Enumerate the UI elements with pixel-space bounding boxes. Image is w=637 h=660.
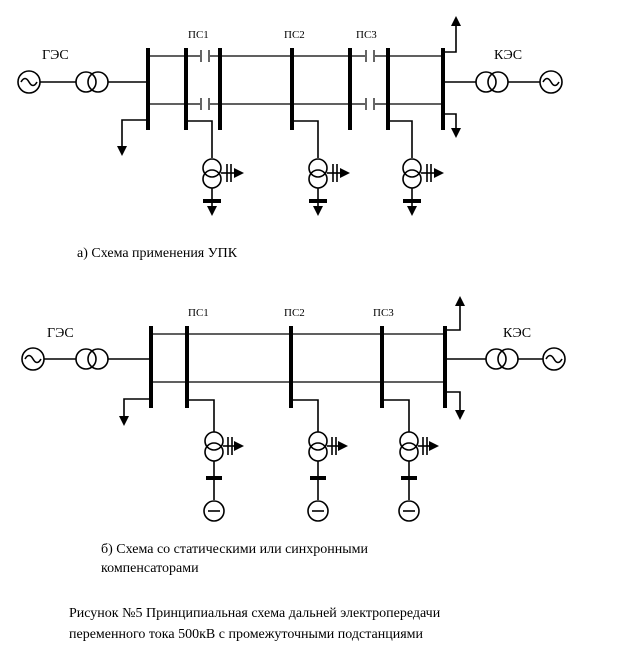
label-ps2-a: ПС2 — [284, 29, 305, 41]
label-kes-a: КЭС — [494, 48, 522, 63]
transformer-right-b — [485, 348, 519, 370]
generator-right-b — [542, 347, 566, 371]
bus-ges-a — [146, 48, 150, 130]
transformer-left-a — [75, 71, 109, 93]
diagram-a: ГЭС ПС1 ПС2 ПС3 — [17, 16, 563, 216]
caption-diagram-a: а) Схема применения УПК — [77, 246, 238, 261]
tap-ps1-a — [188, 120, 244, 216]
bus-ps2-a — [290, 48, 294, 130]
compensator-ps1-b — [203, 500, 225, 522]
transformer-right-a — [475, 71, 509, 93]
bus-ps3-right-a — [386, 48, 390, 130]
generator-left-a — [17, 70, 41, 94]
compensator-ps3-b — [398, 500, 420, 522]
bus-kes-a — [441, 48, 445, 130]
label-ps1-a: ПС1 — [188, 29, 209, 41]
label-ps3-b: ПС3 — [373, 307, 394, 319]
label-ps1-b: ПС1 — [188, 307, 209, 319]
label-ps2-b: ПС2 — [284, 307, 305, 319]
tap-ps3-b — [384, 399, 439, 522]
load-arrow-ges-a — [117, 119, 146, 156]
label-ps3-a: ПС3 — [356, 29, 377, 41]
load-arrows-kes-b — [447, 296, 465, 420]
tap-ps1-b — [189, 399, 244, 522]
label-ges-a: ГЭС — [42, 48, 69, 63]
generator-right-a — [539, 70, 563, 94]
bus-ps2-b — [289, 326, 293, 408]
bus-ps3-left-a — [348, 48, 352, 130]
bus-ps1-left-a — [184, 48, 188, 130]
bus-ges-b — [149, 326, 153, 408]
tap-ps3-a — [390, 120, 444, 216]
generator-left-b — [21, 347, 45, 371]
label-ges-b: ГЭС — [47, 326, 74, 341]
compensator-ps2-b — [307, 500, 329, 522]
caption-diagram-b-line2: компенсаторами — [101, 561, 199, 576]
caption-diagram-b-line1: б) Схема со статическими или синхронными — [101, 542, 369, 557]
bus-ps1-right-a — [218, 48, 222, 130]
series-capacitor-ps3-a — [365, 50, 375, 110]
label-kes-b: КЭС — [503, 326, 531, 341]
transformer-left-b — [75, 348, 109, 370]
tap-ps2-a — [294, 120, 350, 216]
load-arrow-ges-b — [119, 398, 149, 426]
diagram-b: ГЭС ПС1 ПС2 ПС3 КЭС — [21, 296, 566, 522]
bus-kes-b — [443, 326, 447, 408]
bus-ps1-b — [185, 326, 189, 408]
tap-ps2-b — [293, 399, 348, 522]
series-capacitor-ps1-a — [200, 50, 210, 110]
load-arrows-kes-a — [445, 16, 461, 138]
figure-caption-line2: переменного тока 500кВ с промежуточными … — [69, 627, 423, 642]
bus-ps3-b — [380, 326, 384, 408]
figure-caption-line1: Рисунок №5 Принципиальная схема дальней … — [69, 606, 441, 621]
